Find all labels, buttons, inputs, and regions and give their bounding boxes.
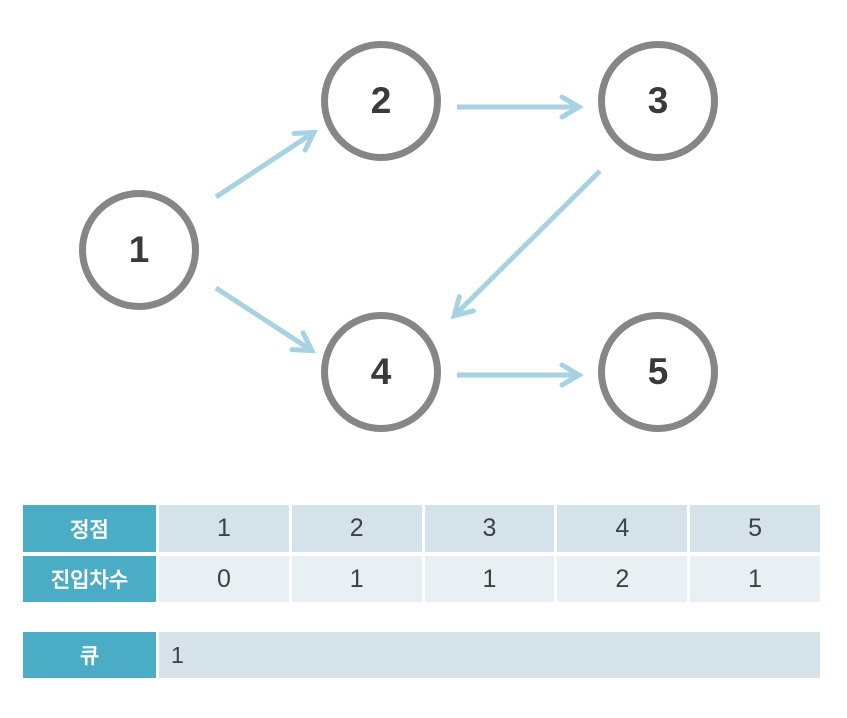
graph-edges-layer — [214, 94, 602, 388]
graph-node-1: 1 — [79, 190, 199, 310]
vertex-cell-5: 5 — [690, 505, 820, 552]
graph-node-3: 3 — [598, 41, 718, 161]
vertex-cell-4: 4 — [557, 505, 688, 552]
edge-1-4 — [214, 285, 316, 354]
node-4-label: 4 — [370, 351, 392, 392]
node-2-label: 2 — [370, 80, 392, 121]
indegree-cell-1: 0 — [159, 556, 289, 602]
indegree-cell-3: 1 — [424, 556, 555, 602]
graph-node-5: 5 — [598, 312, 718, 432]
node-1-label: 1 — [128, 229, 150, 270]
edge-3-4 — [450, 169, 602, 320]
edge-1-2 — [214, 129, 318, 200]
queue-bar: 큐 1 — [23, 632, 820, 678]
graph-node-4: 4 — [321, 312, 441, 432]
node-3-label: 3 — [647, 80, 669, 121]
graph-node-2: 2 — [321, 41, 441, 161]
indegree-cell-2: 1 — [291, 556, 422, 602]
indegree-row-header: 진입차수 — [23, 556, 156, 602]
vertex-cell-3: 3 — [424, 505, 555, 552]
vertex-row: 정점 1 2 3 4 5 — [23, 505, 820, 552]
vertex-cell-1: 1 — [159, 505, 289, 552]
indegree-table: 정점 1 2 3 4 5 진입차수 0 1 1 2 1 — [23, 505, 820, 602]
indegree-row: 진입차수 0 1 1 2 1 — [23, 556, 820, 602]
node-5-label: 5 — [647, 351, 669, 392]
vertex-cell-2: 2 — [291, 505, 422, 552]
queue-contents: 1 — [159, 632, 820, 678]
indegree-cell-5: 1 — [690, 556, 820, 602]
queue-header: 큐 — [23, 632, 156, 678]
vertex-row-header: 정점 — [23, 505, 156, 552]
indegree-cell-4: 2 — [557, 556, 688, 602]
